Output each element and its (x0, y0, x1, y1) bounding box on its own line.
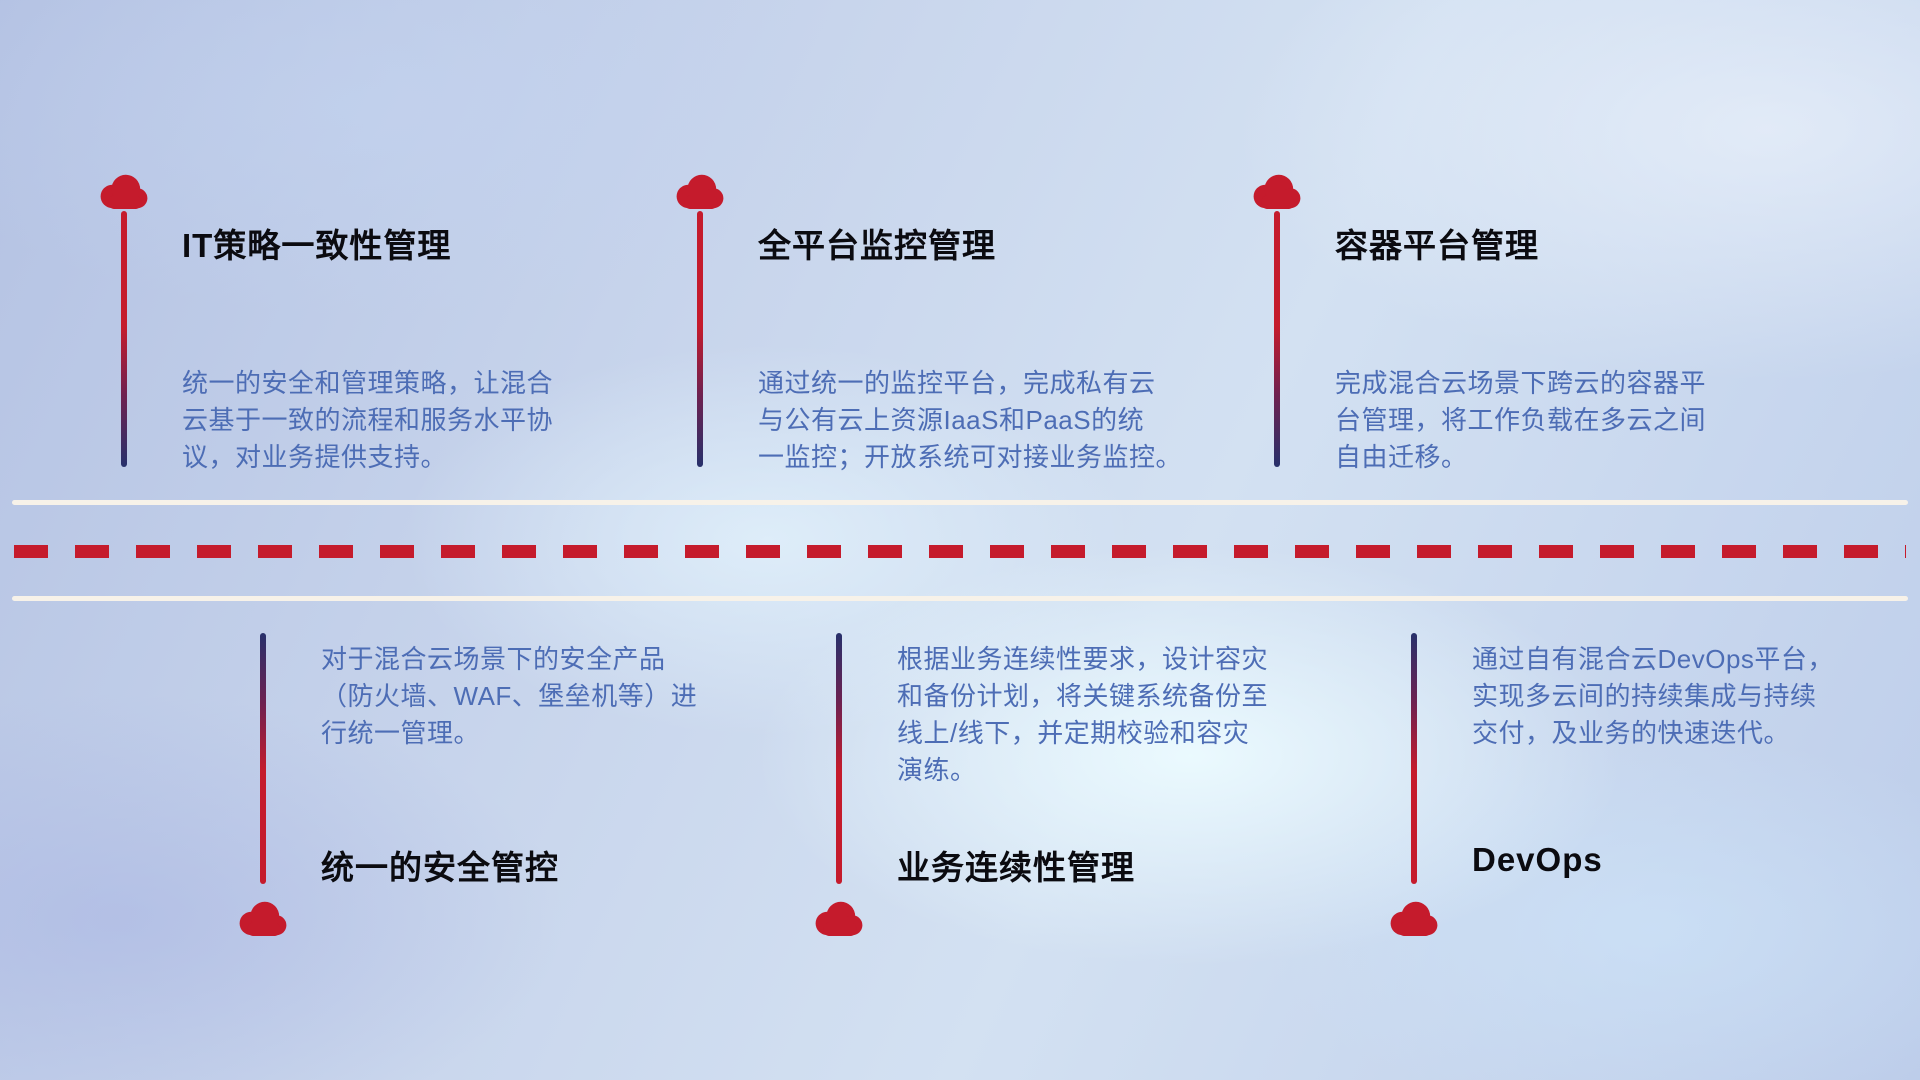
capability-title: 全平台监控管理 (758, 227, 996, 264)
cloud-icon (673, 171, 727, 211)
connector-line (836, 633, 842, 884)
connector-line (121, 211, 127, 467)
connector-line (260, 633, 266, 884)
capability-security-control: 对于混合云场景下的安全产品 （防火墙、WAF、堡垒机等）进 行统一管理。 统一的… (236, 633, 796, 963)
connector-line (1411, 633, 1417, 884)
capability-monitoring: 全平台监控管理 通过统一的监控平台，完成私有云 与公有云上资源IaaS和PaaS… (673, 171, 1233, 501)
capability-title: 容器平台管理 (1335, 227, 1539, 264)
capability-container-platform: 容器平台管理 完成混合云场景下跨云的容器平 台管理，将工作负载在多云之间 自由迁… (1250, 171, 1810, 501)
cloud-icon (236, 898, 290, 938)
capability-description: 根据业务连续性要求，设计容灾 和备份计划，将关键系统备份至 线上/线下，并定期校… (897, 644, 1269, 785)
connector-line (697, 211, 703, 467)
connector-line (1274, 211, 1280, 467)
cloud-icon (812, 898, 866, 938)
capability-title: DevOps (1472, 841, 1603, 878)
capability-description: 完成混合云场景下跨云的容器平 台管理，将工作负载在多云之间 自由迁移。 (1335, 368, 1707, 472)
capability-business-continuity: 根据业务连续性要求，设计容灾 和备份计划，将关键系统备份至 线上/线下，并定期校… (812, 633, 1372, 963)
cloud-icon (1387, 898, 1441, 938)
divider-dashed-red (14, 545, 1906, 558)
divider-solid-top (12, 500, 1908, 505)
capability-devops: 通过自有混合云DevOps平台， 实现多云间的持续集成与持续 交付，及业务的快速… (1387, 633, 1920, 963)
capability-description: 通过自有混合云DevOps平台， 实现多云间的持续集成与持续 交付，及业务的快速… (1472, 644, 1834, 748)
divider-solid-bottom (12, 596, 1908, 601)
capability-title: 业务连续性管理 (897, 849, 1135, 886)
cloud-icon (97, 171, 151, 211)
capability-title: 统一的安全管控 (321, 849, 559, 886)
capability-it-policy: IT策略一致性管理 统一的安全和管理策略，让混合 云基于一致的流程和服务水平协 … (97, 171, 657, 501)
capability-title: IT策略一致性管理 (182, 227, 452, 264)
capability-description: 通过统一的监控平台，完成私有云 与公有云上资源IaaS和PaaS的统 一监控；开… (758, 368, 1183, 472)
cloud-icon (1250, 171, 1304, 211)
capability-description: 对于混合云场景下的安全产品 （防火墙、WAF、堡垒机等）进 行统一管理。 (321, 644, 698, 748)
capability-description: 统一的安全和管理策略，让混合 云基于一致的流程和服务水平协 议，对业务提供支持。 (182, 368, 554, 472)
